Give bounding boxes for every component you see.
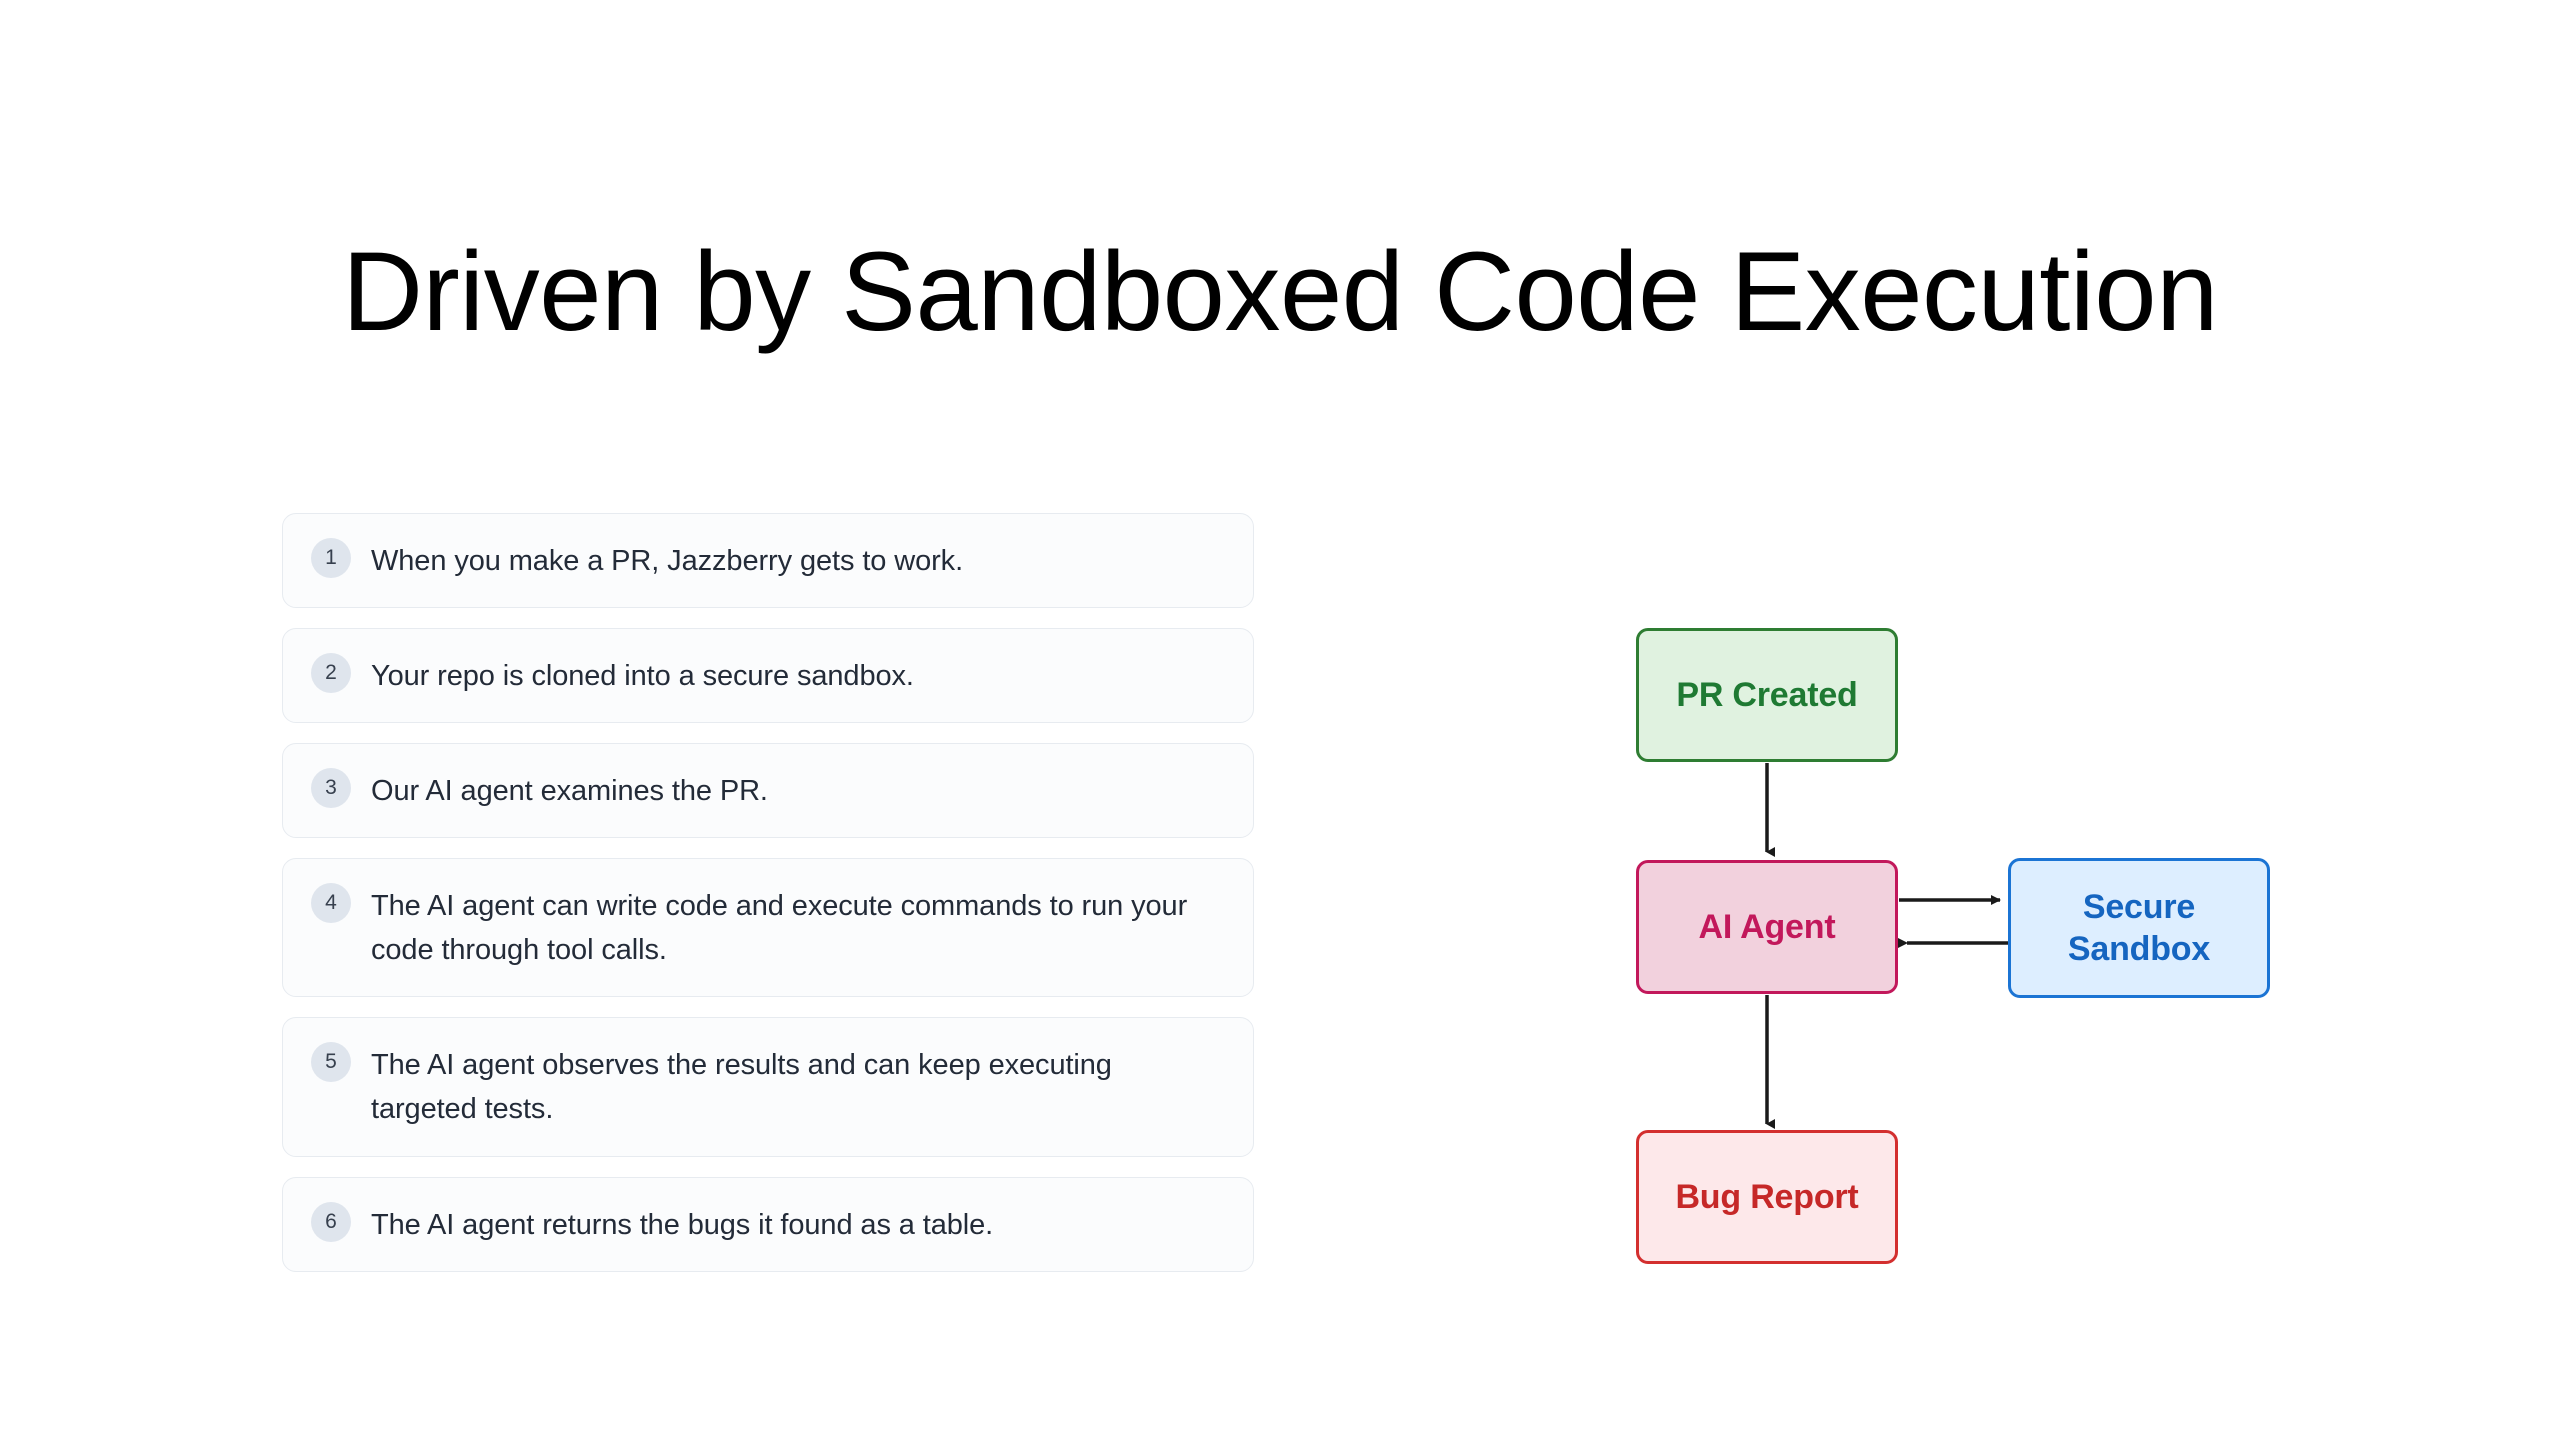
step-text: The AI agent observes the results and ca… <box>371 1049 1112 1126</box>
flow-diagram: PR Created AI Agent Secure Sandbox Bug R… <box>1630 600 2290 1264</box>
list-item[interactable]: 1 When you make a PR, Jazzberry gets to … <box>282 513 1254 609</box>
flow-edges <box>1765 763 2008 1129</box>
node-label: Bug Report <box>1675 1177 1859 1216</box>
list-item[interactable]: 2 Your repo is cloned into a secure sand… <box>282 628 1254 724</box>
node-label: AI Agent <box>1698 907 1836 946</box>
step-number-badge: 5 <box>311 1042 351 1083</box>
step-number-badge: 1 <box>311 538 351 578</box>
step-text: When you make a PR, Jazzberry gets to wo… <box>371 545 964 577</box>
step-text: The AI agent returns the bugs it found a… <box>371 1208 994 1241</box>
step-text: Our AI agent examines the PR. <box>371 775 768 808</box>
step-number-badge: 4 <box>311 883 351 924</box>
list-item[interactable]: 3 Our AI agent examines the PR. <box>282 743 1254 839</box>
node-ai-agent[interactable]: AI Agent <box>1636 860 1898 994</box>
step-number-badge: 6 <box>311 1201 351 1242</box>
node-secure-sandbox[interactable]: Secure Sandbox <box>2008 858 2270 998</box>
page-title: Driven by Sandboxed Code Execution <box>342 229 2218 354</box>
step-number-badge: 2 <box>311 653 351 694</box>
node-label-line2: Sandbox <box>2067 930 2211 968</box>
node-bug-report[interactable]: Bug Report <box>1636 1130 1898 1264</box>
list-item[interactable]: 4 The AI agent can write code and execut… <box>282 858 1254 998</box>
node-label-line1: Secure <box>2082 887 2196 926</box>
node-pr-created[interactable]: PR Created <box>1636 628 1898 762</box>
step-text: Your repo is cloned into a secure sandbo… <box>371 660 914 693</box>
step-number-badge: 3 <box>311 768 351 809</box>
node-label-wrapper: Secure Sandbox <box>2068 886 2210 971</box>
step-text: The AI agent can write code and execute … <box>371 890 1188 967</box>
list-item[interactable]: 6 The AI agent returns the bugs it found… <box>282 1176 1254 1272</box>
steps-list: 1 When you make a PR, Jazzberry gets to … <box>282 513 1254 1272</box>
node-label: PR Created <box>1676 675 1858 714</box>
list-item[interactable]: 5 The AI agent observes the results and … <box>282 1017 1254 1157</box>
